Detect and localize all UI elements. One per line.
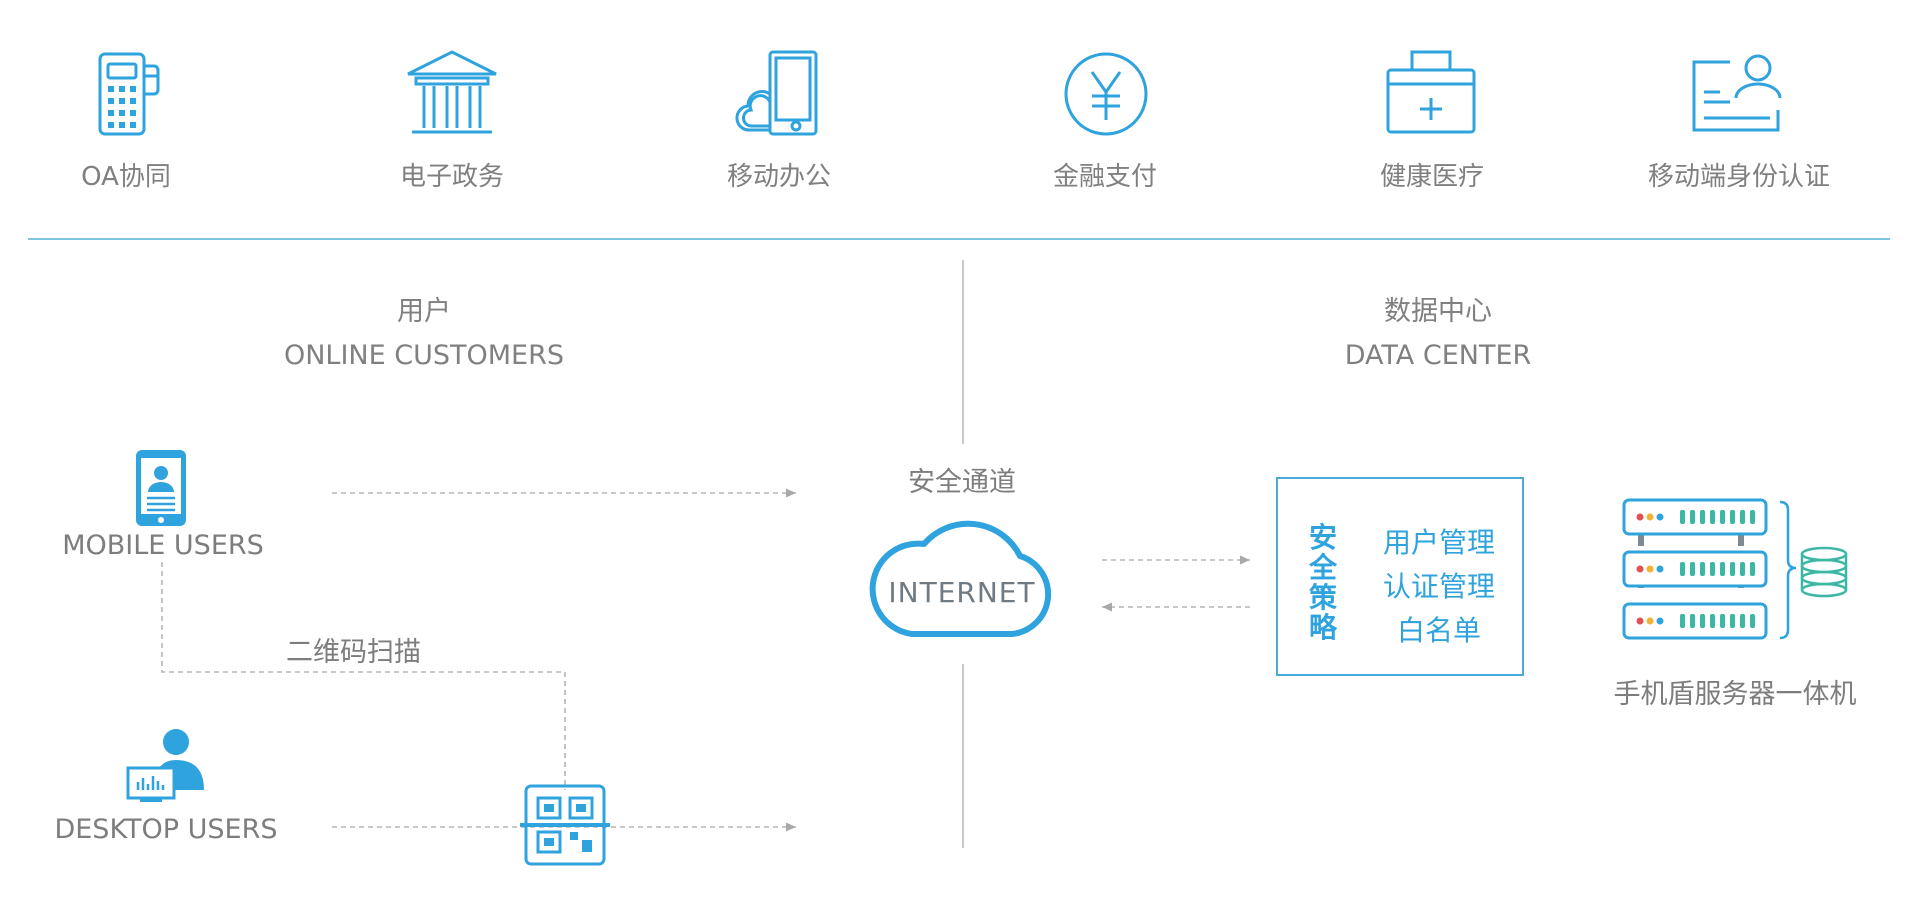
security-policy-char: 安 xyxy=(1308,521,1337,554)
category-label-mobile-office: 移动办公 xyxy=(726,162,831,192)
cloud-icon xyxy=(862,516,1062,642)
category-label-egov: 电子政务 xyxy=(399,162,504,192)
security-policy-char: 全 xyxy=(1308,551,1337,584)
right-title-cn: 数据中心 xyxy=(1384,296,1492,327)
category-label-health: 健康医疗 xyxy=(1379,162,1484,192)
top-divider xyxy=(28,238,1890,240)
desktop-user-icon xyxy=(126,728,206,804)
security-policy-char: 略 xyxy=(1308,611,1337,644)
policy-item-auth-management: 认证管理 xyxy=(1382,570,1495,603)
security-policy-char: 策 xyxy=(1308,581,1337,614)
internet-label: INTERNET xyxy=(888,576,1036,609)
server-rack-icon xyxy=(1620,496,1850,644)
yen-coin-icon xyxy=(1056,48,1156,138)
mobile-users-label: MOBILE USERS xyxy=(62,530,264,561)
qr-code-icon xyxy=(520,782,610,868)
left-title-cn: 用户 xyxy=(397,296,451,327)
mobile-user-icon xyxy=(134,448,188,528)
left-title-en: ONLINE CUSTOMERS xyxy=(283,340,565,371)
policy-item-whitelist: 白名单 xyxy=(1396,614,1481,647)
policy-item-user-management: 用户管理 xyxy=(1382,526,1495,559)
medical-kit-icon xyxy=(1382,48,1482,138)
category-label-finance: 金融支付 xyxy=(1052,162,1157,192)
qr-scan-label: 二维码扫描 xyxy=(286,637,421,668)
desktop-users-label: DESKTOP USERS xyxy=(54,814,278,845)
center-divider-top xyxy=(962,260,964,444)
category-label-oa: OA协同 xyxy=(81,162,171,192)
secure-channel-label: 安全通道 xyxy=(908,467,1016,498)
pos-terminal-icon xyxy=(80,48,180,138)
id-card-icon xyxy=(1690,48,1790,138)
center-divider-bottom xyxy=(962,664,964,848)
category-label-mobile-identity: 移动端身份认证 xyxy=(1647,162,1830,192)
security-policy-box: 安全策略 用户管理 认证管理 白名单 xyxy=(1276,477,1524,676)
security-policy-title: 安全策略 xyxy=(1308,523,1338,643)
mobile-cloud-icon xyxy=(732,48,832,138)
government-building-icon xyxy=(402,48,502,138)
right-title-en: DATA CENTER xyxy=(1344,340,1532,371)
server-label: 手机盾服务器一体机 xyxy=(1613,679,1857,710)
